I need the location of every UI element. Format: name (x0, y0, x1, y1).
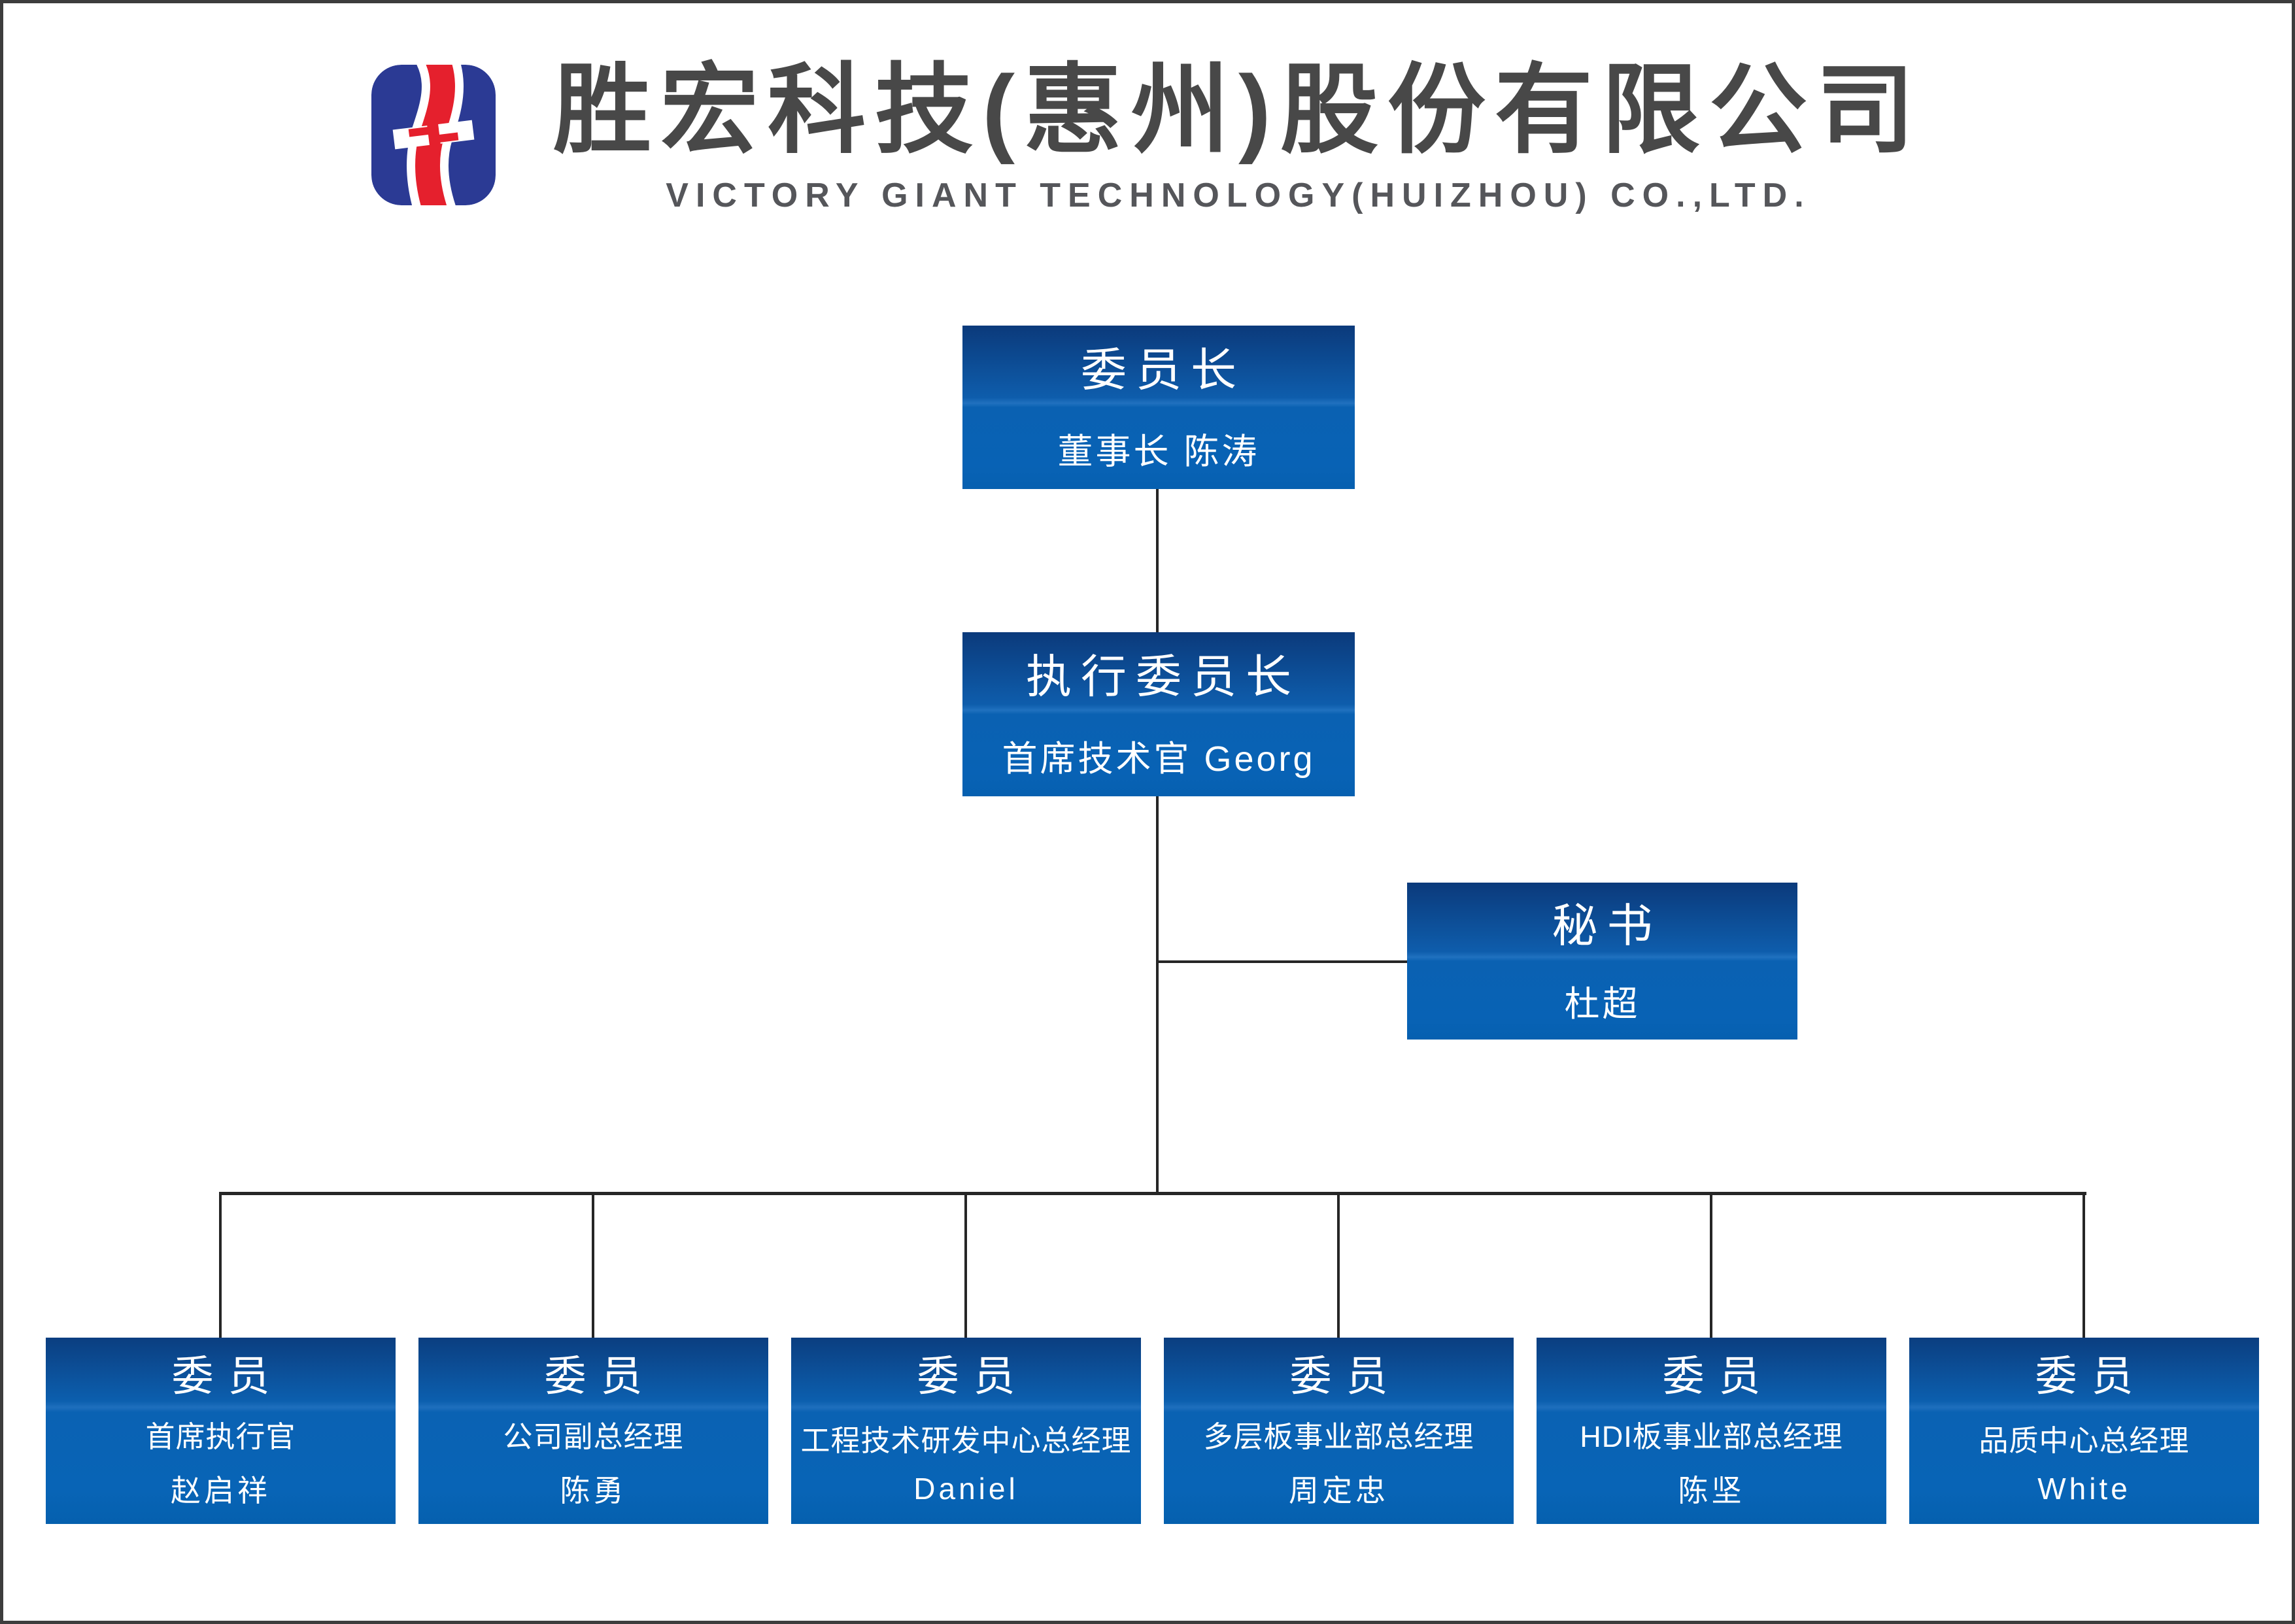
member-2-title: 委员 (544, 1353, 657, 1400)
node-member-5: 委员 HDI板事业部总经理 陈坚 (1537, 1338, 1886, 1524)
chairman-title: 委员长 (1081, 345, 1246, 396)
company-name-zh: 胜宏科技(惠州)股份有限公司 (553, 55, 1924, 165)
node-member-3: 委员 工程技术研发中心总经理 Daniel (791, 1338, 1141, 1524)
secretary-name: 杜超 (1564, 984, 1640, 1024)
connector-drop-member-1 (219, 1194, 222, 1338)
member-1-name: 赵启祥 (171, 1474, 271, 1508)
member-6-role: 品质中心总经理 (1979, 1424, 2190, 1458)
member-6-name: White (2037, 1472, 2131, 1506)
member-5-name: 陈坚 (1678, 1474, 1745, 1508)
member-5-title: 委员 (1662, 1353, 1775, 1400)
executive-chairman-title: 执行委员长 (1026, 651, 1300, 703)
secretary-title: 秘书 (1552, 900, 1662, 951)
executive-chairman-subtitle: 首席技术官 Georg (1002, 739, 1316, 779)
member-1-role: 首席执行官 (145, 1420, 296, 1454)
connector-trunk (1156, 795, 1159, 1194)
company-name-en: VICTORY GIANT TECHNOLOGY(HUIZHOU) CO.,LT… (666, 177, 1811, 214)
connector-drop-member-3 (964, 1194, 967, 1338)
connector-chairman-to-exec (1156, 489, 1159, 634)
member-3-role: 工程技术研发中心总经理 (800, 1424, 1132, 1458)
node-secretary: 秘书 杜超 (1407, 883, 1797, 1040)
member-4-role: 多层板事业部总经理 (1203, 1420, 1474, 1454)
connector-drop-member-2 (592, 1194, 594, 1338)
member-3-name: Daniel (913, 1472, 1019, 1506)
connector-drop-member-5 (1710, 1194, 1712, 1338)
node-executive-chairman: 执行委员长 首席技术官 Georg (962, 632, 1355, 796)
member-4-name: 周定忠 (1289, 1474, 1389, 1508)
chairman-subtitle: 董事长 陈涛 (1057, 432, 1260, 471)
node-chairman: 委员长 董事长 陈涛 (962, 326, 1355, 489)
connector-drop-member-6 (2082, 1194, 2085, 1338)
node-member-6: 委员 品质中心总经理 White (1909, 1338, 2259, 1524)
connector-branch-secretary (1157, 960, 1408, 963)
company-header: 胜宏科技(惠州)股份有限公司 VICTORY GIANT TECHNOLOGY(… (3, 61, 2292, 215)
connector-drop-member-4 (1337, 1194, 1340, 1338)
company-titles: 胜宏科技(惠州)股份有限公司 VICTORY GIANT TECHNOLOGY(… (553, 61, 1924, 215)
member-6-title: 委员 (2035, 1353, 2148, 1400)
node-member-1: 委员 首席执行官 赵启祥 (46, 1338, 396, 1524)
member-2-role: 公司副总经理 (503, 1420, 684, 1454)
node-member-2: 委员 公司副总经理 陈勇 (418, 1338, 768, 1524)
member-1-title: 委员 (171, 1353, 284, 1400)
member-2-name: 陈勇 (560, 1474, 627, 1508)
member-4-title: 委员 (1289, 1353, 1402, 1400)
member-5-role: HDI板事业部总经理 (1580, 1420, 1843, 1454)
node-member-4: 委员 多层板事业部总经理 周定忠 (1164, 1338, 1514, 1524)
connector-distribution (219, 1192, 2086, 1195)
victory-giant-logo-icon (371, 65, 496, 205)
member-3-title: 委员 (917, 1353, 1030, 1400)
